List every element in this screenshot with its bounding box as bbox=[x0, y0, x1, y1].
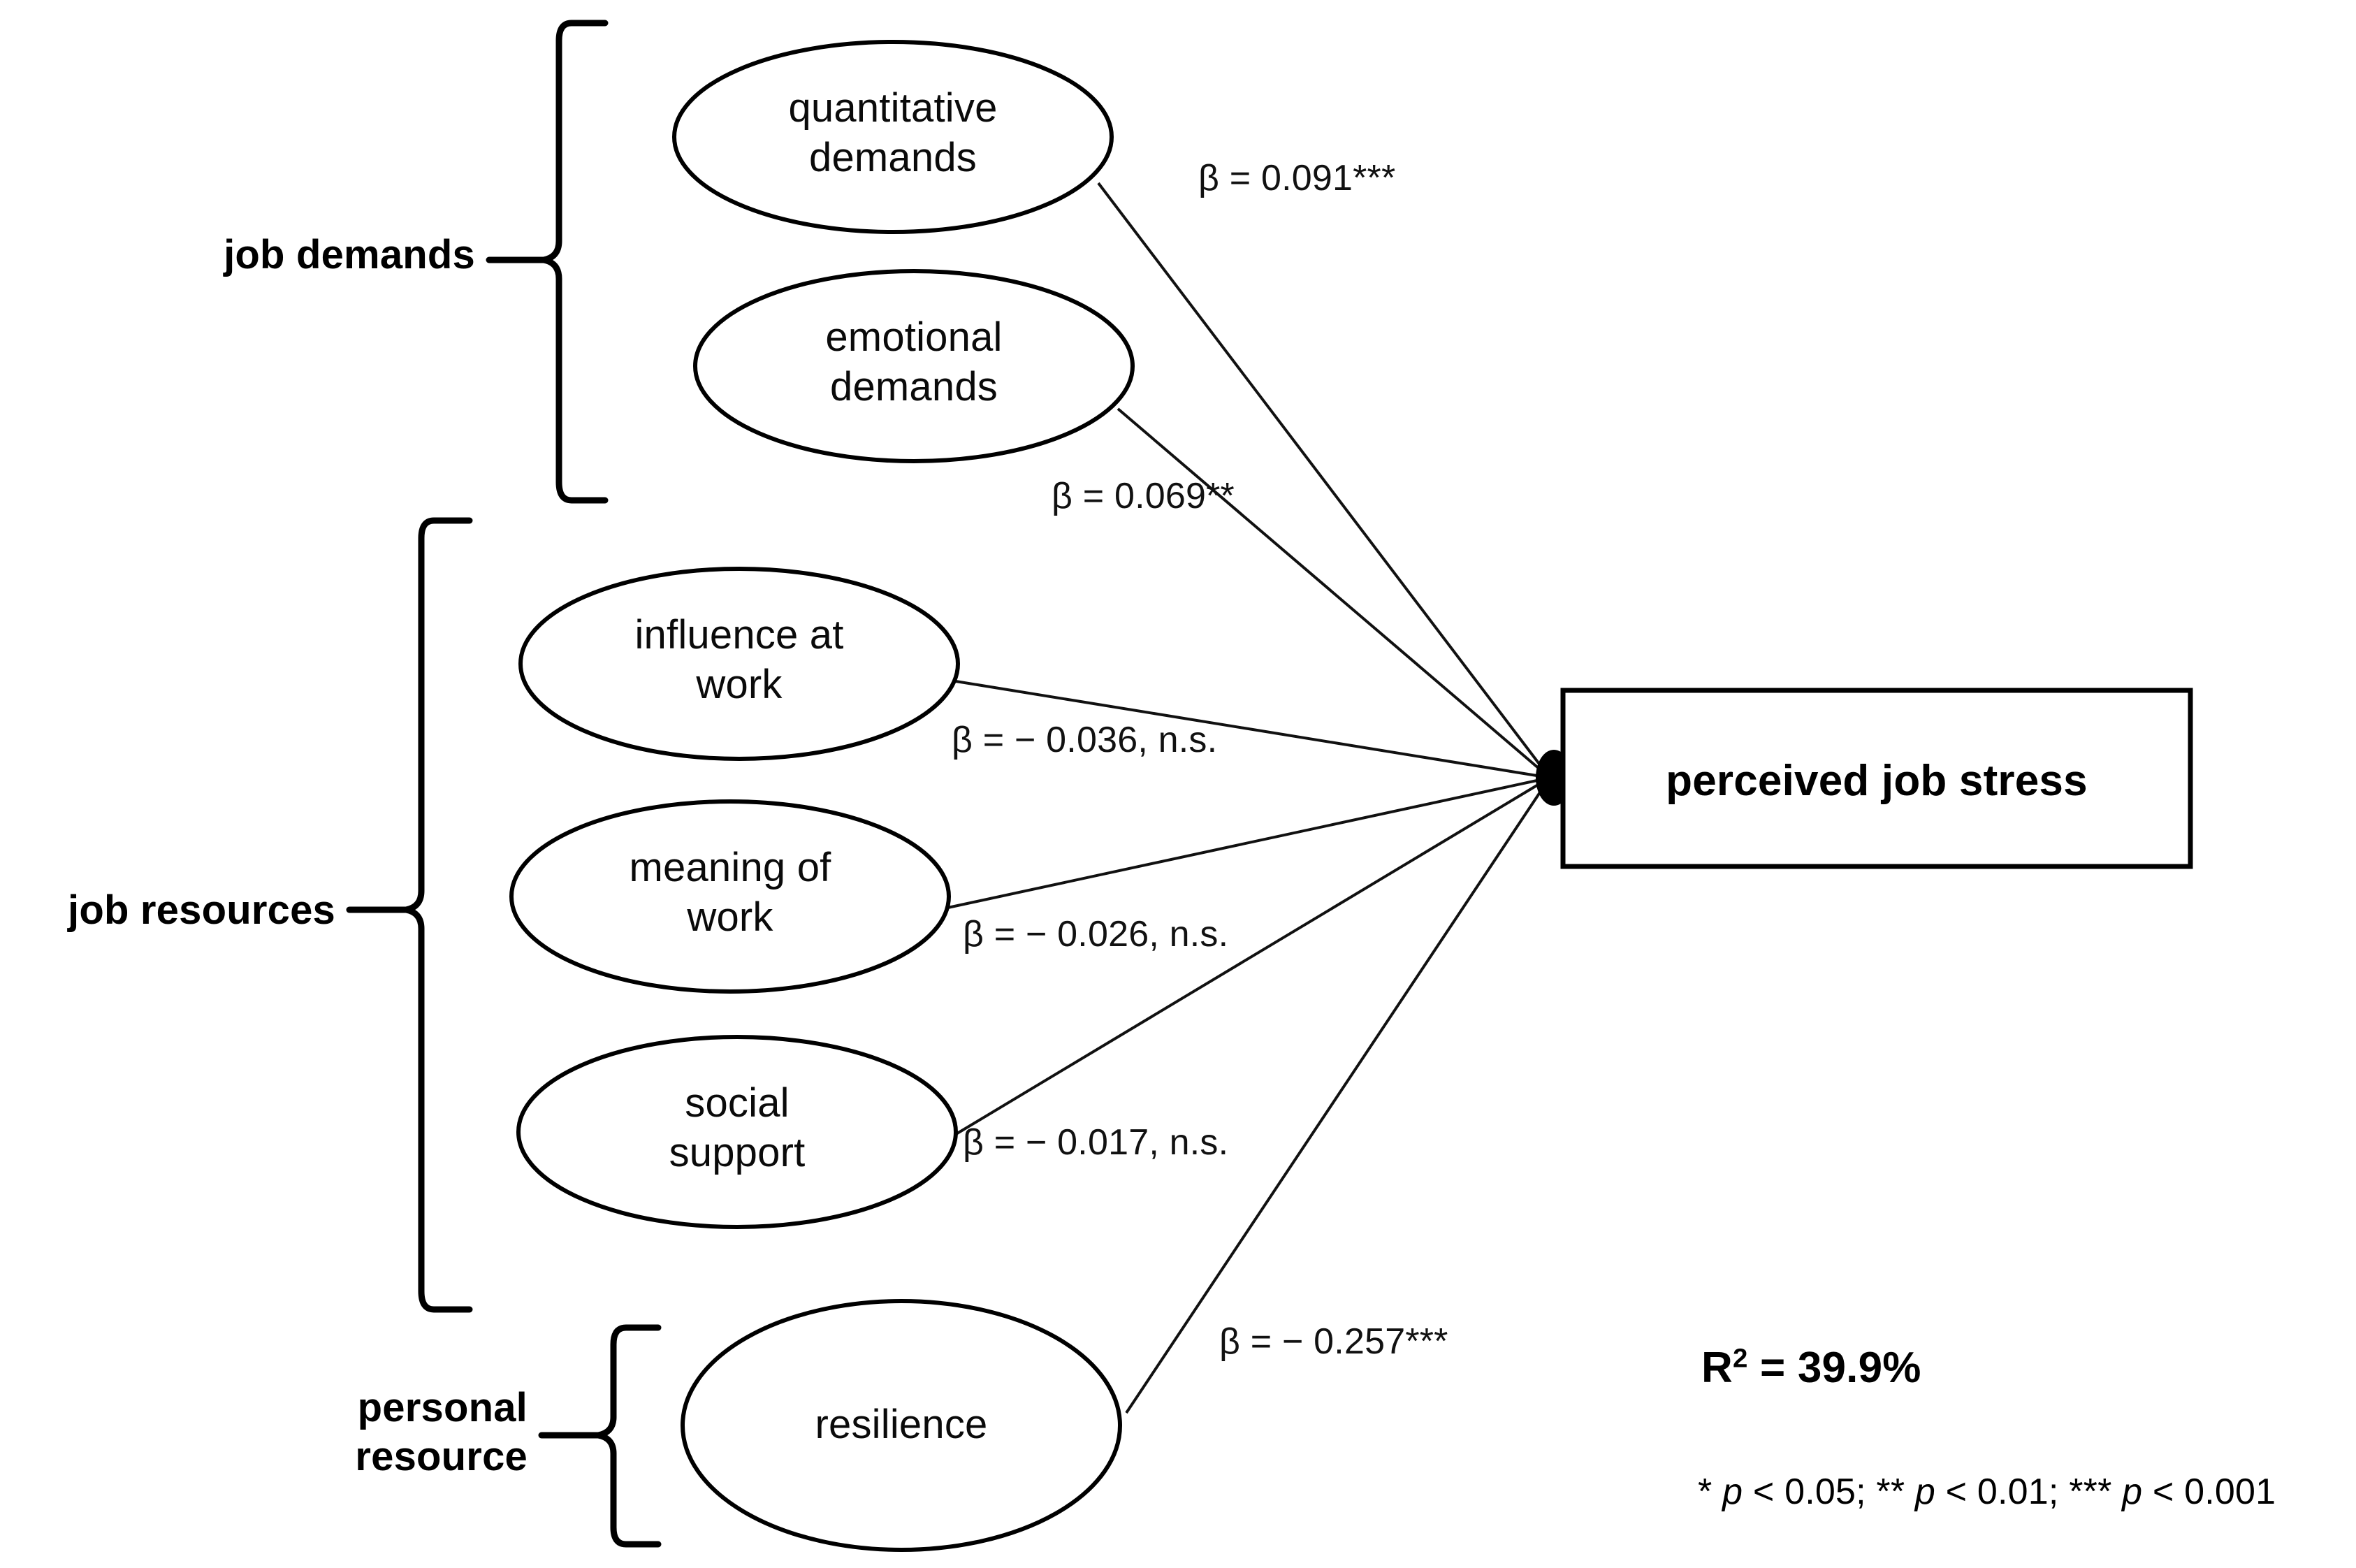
ellipse-emotional-demands[interactable] bbox=[693, 269, 1135, 463]
path-connectors bbox=[944, 182, 1551, 1414]
significance-note: * p < 0.05; ** p < 0.01; *** p < 0.001 bbox=[1698, 1471, 2276, 1513]
node-label-emotional-demands: emotional demands bbox=[825, 314, 1003, 409]
path-label-emotional-demands: β = 0.069** bbox=[1052, 476, 1235, 516]
connector-emotional-demands bbox=[1117, 407, 1551, 779]
path-label-quantitative-demands: β = 0.091*** bbox=[1198, 158, 1396, 198]
outcome-box[interactable] bbox=[1560, 688, 2193, 869]
node-label-resilience: resilience bbox=[815, 1402, 988, 1447]
r-squared-number: = 39.9% bbox=[1747, 1344, 1921, 1392]
brace-personal-resource bbox=[538, 1324, 662, 1548]
path-label-social-support: β = − 0.017, n.s. bbox=[963, 1122, 1229, 1163]
brace-job-resources bbox=[346, 517, 473, 1313]
connector-influence-at-work bbox=[955, 680, 1550, 779]
connector-quantitative-demands bbox=[1097, 182, 1551, 779]
significance-note-text: * p < 0.05; ** p < 0.01; *** p < 0.001 bbox=[1698, 1472, 2276, 1512]
group-label-personal-resource: personal resource bbox=[355, 1385, 528, 1479]
node-label-quantitative-demands: quantitative demands bbox=[788, 85, 998, 180]
path-label-meaning-of-work: β = − 0.026, n.s. bbox=[963, 914, 1229, 954]
connector-meaning-of-work bbox=[944, 776, 1550, 910]
connector-resilience bbox=[1125, 776, 1551, 1414]
group-label-job-resources: job resources bbox=[68, 887, 335, 933]
r-squared-exponent: 2 bbox=[1732, 1343, 1748, 1374]
r-squared-prefix: R bbox=[1701, 1344, 1733, 1392]
ellipse-quantitative-demands[interactable] bbox=[672, 40, 1114, 234]
predictor-ellipses bbox=[509, 40, 1135, 1552]
path-label-influence-at-work: β = − 0.036, n.s. bbox=[952, 720, 1218, 760]
r-squared-value: R2 = 39.9% bbox=[1701, 1343, 1921, 1393]
path-label-resilience: β = − 0.257*** bbox=[1219, 1321, 1448, 1362]
node-label-influence-at-work: influence at work bbox=[634, 612, 844, 707]
node-label-meaning-of-work: meaning of work bbox=[629, 845, 831, 940]
node-label-social-support: social support bbox=[669, 1080, 806, 1175]
ellipse-resilience[interactable] bbox=[681, 1299, 1122, 1552]
ellipse-influence-at-work[interactable] bbox=[518, 567, 960, 761]
brace-job-demands bbox=[486, 20, 609, 504]
ellipse-social-support[interactable] bbox=[516, 1035, 958, 1229]
group-label-job-demands: job demands bbox=[224, 232, 475, 277]
connector-social-support bbox=[949, 776, 1551, 1139]
ellipse-meaning-of-work[interactable] bbox=[509, 799, 951, 994]
outcome-label-perceived-job-stress: perceived job stress bbox=[1666, 757, 2088, 805]
